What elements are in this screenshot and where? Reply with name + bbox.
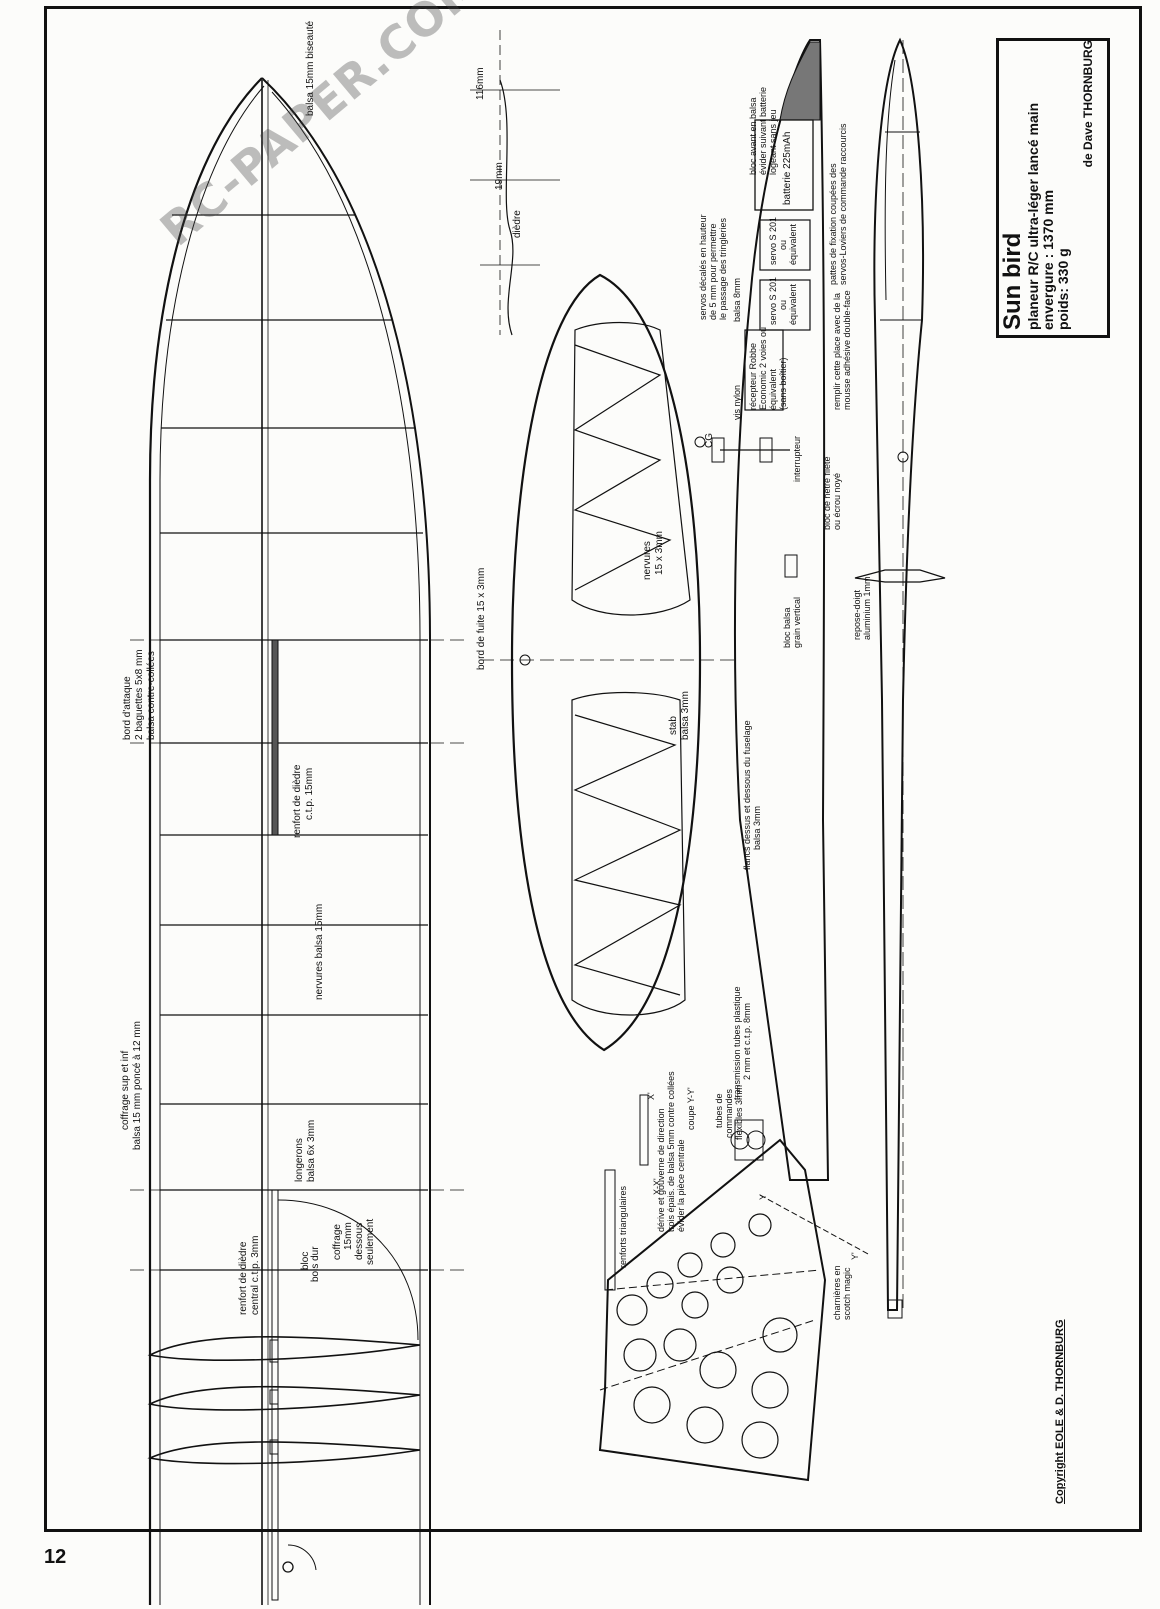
central-brace-label-2: central c.t.p. 3mm	[250, 1236, 261, 1315]
lower-coffrage-label-3: dessous	[354, 1223, 365, 1260]
receiver-label-4: (sans boîtier)	[778, 357, 788, 410]
triangular-label: renforts triangulaires	[618, 1185, 628, 1268]
stab-text: nervures 15 x 3mm stab balsa 3mm	[642, 531, 691, 740]
leading-edge-label-3: balsa contre-collées	[146, 651, 157, 740]
balsa-8-label: balsa 8mm	[732, 278, 742, 322]
servos-label-3: le passage des tringleries	[718, 217, 728, 320]
mount-label-2: servos-Loviers de commande raccourcis	[838, 123, 848, 285]
cg-label: CG	[704, 433, 715, 448]
receiver-label-3: équivalent	[768, 368, 778, 410]
vertical-block-label-1: bloc balsa	[782, 607, 792, 648]
fin-label-2: trois épais. de balsa 5mm contre collées	[666, 1071, 676, 1232]
tubes-label-1: tubes de	[714, 1093, 724, 1128]
nose-label-3: logeant sans jeu	[768, 109, 778, 175]
fuselage-top	[854, 37, 946, 1319]
leading-edge-label-2: 2 baguettes 5x8 mm	[134, 649, 145, 740]
dim-116-label: 116mm	[475, 67, 486, 100]
vertical-block-label-2: grain vertical	[792, 597, 802, 648]
section-label: coupe Y-Y'	[686, 1087, 696, 1130]
transmission-label-2: 2 mm et c.t.p. 8mm	[742, 1003, 752, 1080]
fin-label-3: évider la pièce centrale	[676, 1139, 686, 1232]
title-block: Sun bird planeur R/C ultra-léger lancé m…	[999, 40, 1095, 330]
fill-label-2: mousse adhésive double-face	[842, 290, 852, 410]
fuselage-side	[598, 39, 871, 1482]
servos-label-1: servos décalés en hauteur	[698, 214, 708, 320]
x-prime-label: X'	[646, 1092, 656, 1100]
stab-label-1: stab	[668, 716, 679, 735]
plane-name: Sun bird	[999, 232, 1026, 330]
trailing-edge-label: bord de fuite 15 x 3mm	[476, 568, 487, 670]
central-brace-label-1: renfort de dièdre	[238, 1241, 249, 1315]
wingspan: envergure : 1370 mm	[1040, 189, 1056, 330]
author: de Dave THORNBURG	[1081, 40, 1095, 168]
dim-19-label: 19mm	[494, 162, 505, 190]
plane-description: planeur R/C ultra-léger lancé main	[1025, 102, 1041, 330]
nose-label-2: évider suivant batterie	[758, 87, 768, 175]
mount-label-1: pattes de fixation coupées des	[828, 163, 838, 285]
hardwood-block-label-2: bois dur	[310, 1246, 321, 1282]
nose-label-1: bloc avant en balsa	[748, 97, 758, 175]
page-number: 12	[44, 1546, 67, 1568]
wing-plan	[130, 77, 470, 1605]
transmission-label-1: transmission tubes plastique	[732, 986, 742, 1100]
airfoil-sections	[147, 1336, 421, 1465]
dihedral-label: dièdre	[512, 210, 523, 238]
servo-b-label-1: servo S 201	[768, 277, 778, 325]
tubes-label-3: flexibles 3mm	[734, 1085, 744, 1140]
finger-rest-label-2: aluminium 1mm	[862, 576, 872, 640]
servo-a-label-2: ou	[778, 240, 788, 250]
tip-label: balsa 15mm biseauté	[305, 21, 316, 116]
y-label: Y	[758, 1194, 768, 1200]
servo-a-label-1: servo S 201	[768, 217, 778, 265]
servos-label-2: de 5 mm pour permettre	[708, 223, 718, 320]
lower-coffrage-label-2: 15mm	[343, 1222, 354, 1250]
dowel-label-1: bloc de hêtre fileté	[822, 456, 832, 530]
stab-ribs-label-1: nervures	[642, 541, 653, 580]
xx-label: X-X'	[652, 1178, 662, 1195]
dihedral-brace-label-2: c.t.p. 15mm	[304, 768, 315, 820]
lower-coffrage-label-4: seulement	[365, 1219, 376, 1265]
hinges-label-2: scotch magic	[842, 1267, 852, 1320]
hardwood-block-label-1: bloc	[300, 1252, 311, 1270]
servo-a-label-3: équivalent	[788, 223, 798, 265]
fuselage-text: bloc avant en balsa évider suivant batte…	[618, 87, 872, 1320]
y-prime-label: Y'	[850, 1252, 860, 1260]
dowel-label-2: ou écrou noyé	[832, 473, 842, 530]
weight: poids: 330 g	[1055, 248, 1071, 330]
longerons-label-2: balsa 6x 3mm	[306, 1120, 317, 1182]
sides-label-2: balsa 3mm	[752, 806, 762, 850]
fill-label-1: remplir cette place avec de la	[832, 293, 842, 410]
leading-edge-label-1: bord d'attaque	[122, 676, 133, 740]
finger-rest-label-1: repose-doigt	[852, 589, 862, 640]
ribs-label: nervures balsa 15mm	[314, 904, 325, 1000]
lower-coffrage-label-1: coffrage	[332, 1224, 343, 1260]
longerons-label-1: longerons	[294, 1138, 305, 1182]
coffrage-label-2: balsa 15 mm poncé à 12 mm	[132, 1021, 143, 1150]
page-frame	[44, 6, 1142, 1532]
dihedral-diagram	[470, 30, 560, 336]
wing-text: balsa 15mm biseauté bord de fuite 15 x 3…	[120, 21, 487, 1315]
dihedral-brace-label-1: renfort de dièdre	[292, 764, 303, 838]
servo-b-label-3: équivalent	[788, 283, 798, 325]
stab-ribs-label-2: 15 x 3mm	[654, 531, 665, 575]
nylon-screw-label: vis nylon	[732, 385, 742, 420]
receiver-label-2: Economic 2 voies ou	[758, 327, 768, 410]
dihedral-text: 116mm 19mm dièdre	[475, 67, 523, 238]
receiver-label-1: récepteur Robbe	[748, 343, 758, 410]
tubes-label-2: commandes	[724, 1088, 734, 1138]
stabilizer-plan	[480, 273, 740, 1052]
coffrage-label-1: coffrage sup et inf	[120, 1050, 131, 1130]
sides-label-1: flancs dessus et dessous du fuselage	[742, 720, 752, 870]
fin-label-1: dérive et gouverne de direction	[656, 1108, 666, 1232]
servo-b-label-2: ou	[778, 300, 788, 310]
stab-label-2: balsa 3mm	[680, 691, 691, 740]
battery-label: batterie 225mAh	[782, 132, 793, 205]
hinges-label-1: charnières en	[832, 1265, 842, 1320]
title-box	[996, 38, 1110, 338]
switch-label: interrupteur	[792, 436, 802, 482]
copyright-notice: Copyright EOLE & D. THORNBURG	[1054, 1319, 1066, 1504]
